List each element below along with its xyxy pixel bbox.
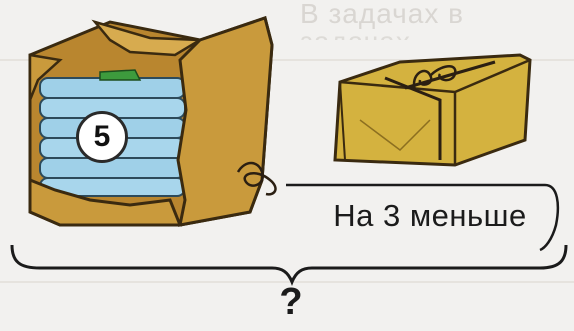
paper-bag (30, 18, 276, 225)
count-badge: 5 (76, 111, 128, 163)
background-text: В задачах в задачах (300, 0, 574, 40)
comparison-label: На 3 меньше (300, 198, 560, 234)
question-mark: ? (276, 282, 306, 322)
background-text-line1: В задачах в (300, 0, 464, 29)
total-bracket (12, 245, 566, 282)
wrapped-package (335, 55, 530, 165)
background-text-line2: задачах (300, 28, 574, 40)
